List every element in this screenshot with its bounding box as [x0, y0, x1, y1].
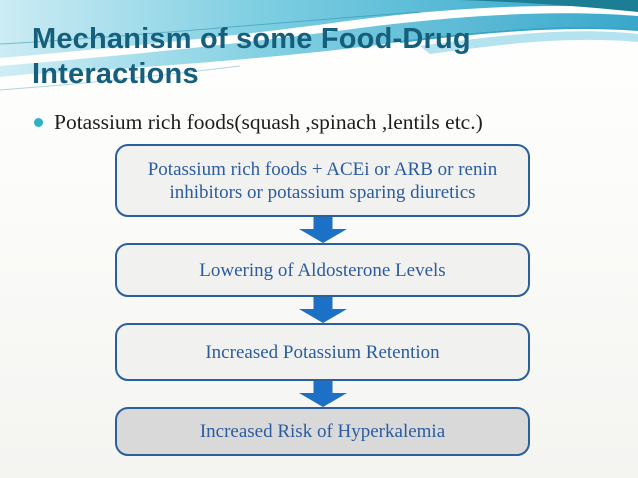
flow-connector-3	[298, 381, 347, 407]
flow-connector-1	[298, 217, 347, 243]
flow-box-cause-text: Potassium rich foods + ACEi or ARB or re…	[147, 158, 498, 203]
flowchart: Potassium rich foods + ACEi or ARB or re…	[115, 144, 530, 456]
down-arrow-icon	[298, 381, 347, 407]
flow-box-step-2-text: Increased Potassium Retention	[205, 341, 440, 363]
flow-box-step-2: Increased Potassium Retention	[115, 323, 530, 381]
slide-title-line-2: Interactions	[32, 58, 199, 90]
down-arrow-icon	[298, 297, 347, 323]
bullet-text: Potassium rich foods(squash ,spinach ,le…	[54, 110, 483, 134]
flow-box-outcome-text: Increased Risk of Hyperkalemia	[199, 421, 446, 442]
down-arrow-icon	[298, 217, 347, 243]
flow-box-cause: Potassium rich foods + ACEi or ARB or re…	[115, 144, 530, 217]
slide-title: Mechanism of some Food-Drug Interactions	[32, 22, 592, 92]
flow-box-outcome: Increased Risk of Hyperkalemia	[115, 407, 530, 456]
bullet-dot-icon	[34, 118, 43, 127]
wave-dark-wedge	[460, 0, 638, 12]
flow-box-step-1: Lowering of Aldosterone Levels	[115, 243, 530, 297]
slide-title-line-1: Mechanism of some Food-Drug	[32, 23, 471, 55]
flow-connector-2	[298, 297, 347, 323]
flow-box-step-1-text: Lowering of Aldosterone Levels	[199, 259, 446, 281]
bullet-item: Potassium rich foods(squash ,spinach ,le…	[34, 108, 483, 136]
